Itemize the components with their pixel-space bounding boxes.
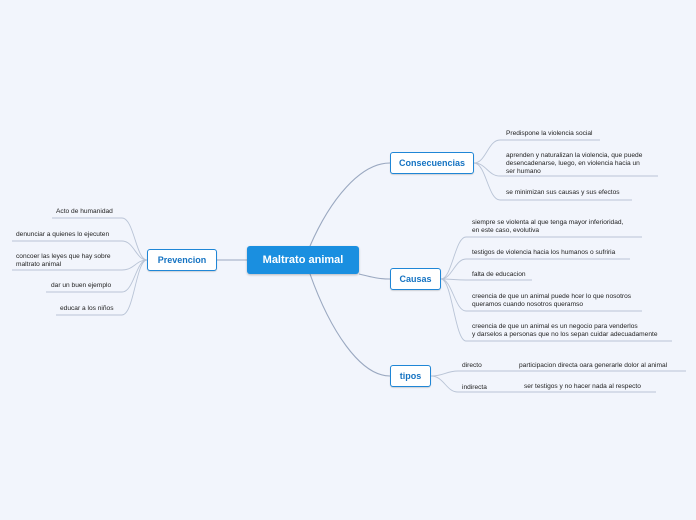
topic-causas-label: Causas: [399, 274, 432, 284]
prevencion-item-5[interactable]: educar a los niños: [60, 305, 114, 312]
prevencion-item-2[interactable]: denunciar a quienes lo ejecuten: [16, 231, 110, 238]
tipos-item-indirecta[interactable]: indirecta: [462, 384, 487, 391]
topic-consecuencias[interactable]: Consecuencias: [390, 152, 474, 174]
central-topic-label: Maltrato animal: [262, 254, 344, 266]
tipos-item-directo[interactable]: directo: [462, 362, 482, 369]
prevencion-item-3[interactable]: concoer las leyes que hay sobre maltrato…: [16, 253, 111, 268]
topic-consecuencias-label: Consecuencias: [398, 158, 466, 168]
topic-tipos-label: tipos: [399, 371, 422, 381]
central-topic[interactable]: Maltrato animal: [247, 246, 359, 274]
tipos-indirecta-detail[interactable]: ser testigos y no hacer nada al respecto: [524, 383, 641, 390]
prevencion-item-4[interactable]: dar un buen ejemplo: [51, 282, 112, 289]
consecuencias-item-1[interactable]: Predispone la violencia social: [506, 130, 593, 137]
topic-prevencion-label: Prevencion: [157, 255, 207, 265]
causas-item-2[interactable]: testigos de violencia hacia los humanos …: [472, 249, 616, 256]
prevencion-item-1[interactable]: Acto de humanidad: [56, 208, 113, 215]
topic-causas[interactable]: Causas: [390, 268, 441, 290]
tipos-directo-detail[interactable]: participacion directa oara generarle dol…: [519, 362, 668, 369]
causas-item-3[interactable]: falta de educacion: [472, 271, 526, 278]
consecuencias-item-3[interactable]: se minimizan sus causas y sus efectos: [506, 189, 620, 196]
topic-tipos[interactable]: tipos: [390, 365, 431, 387]
consecuencias-item-2[interactable]: aprenden y naturalizan la violencia, que…: [506, 152, 643, 175]
topic-prevencion[interactable]: Prevencion: [147, 249, 217, 271]
causas-item-1[interactable]: siempre se violenta al que tenga mayor i…: [472, 219, 624, 234]
causas-item-4[interactable]: creencia de que un animal puede hcer lo …: [472, 293, 632, 308]
causas-item-5[interactable]: creencia de que un animal es un negocio …: [472, 323, 658, 338]
